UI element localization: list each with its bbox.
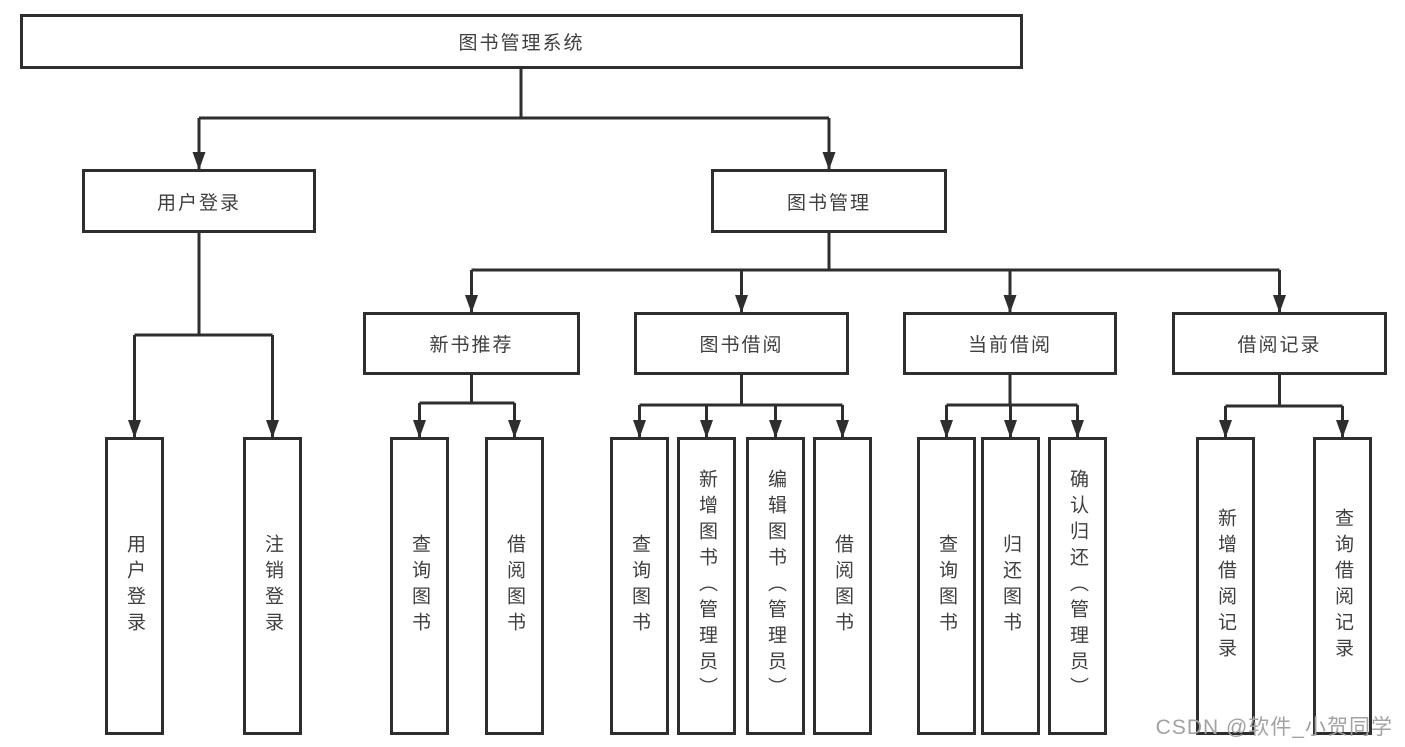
leaf-borrow-books-newbook: 借阅图书	[485, 437, 544, 735]
leaf-query-books-borrow: 查询图书	[610, 437, 669, 735]
leaf-label: 查询图书	[629, 534, 650, 638]
node-book-borrow: 图书借阅	[634, 312, 849, 375]
leaf-query-books-newbook: 查询图书	[390, 437, 449, 735]
node-borrow-record: 借阅记录	[1172, 312, 1387, 375]
leaf-label: 新增图书（管理员）	[696, 469, 717, 703]
leaf-label: 新增借阅记录	[1215, 508, 1236, 664]
leaf-label: 用户登录	[124, 534, 145, 638]
node-book-management: 图书管理	[711, 169, 947, 233]
node-user-login: 用户登录	[82, 169, 316, 233]
leaf-label: 归还图书	[1000, 534, 1021, 638]
leaf-confirm-return-admin: 确认归还（管理员）	[1048, 437, 1107, 735]
leaf-borrow-books: 借阅图书	[813, 437, 872, 735]
connector-book-borrow-group	[633, 375, 849, 438]
leaf-add-borrow-record: 新增借阅记录	[1196, 437, 1255, 735]
leaf-add-book-admin: 新增图书（管理员）	[677, 437, 736, 735]
leaf-label: 借阅图书	[504, 534, 525, 638]
leaf-label: 编辑图书（管理员）	[765, 469, 786, 703]
connector-book-management-group	[465, 233, 1286, 313]
leaf-logout: 注销登录	[243, 437, 302, 735]
node-library-management-system: 图书管理系统	[20, 14, 1023, 69]
leaf-return-book: 归还图书	[981, 437, 1040, 735]
node-new-book-recommend: 新书推荐	[363, 312, 580, 375]
connector-new-book-group	[413, 375, 521, 438]
connector-current-borrow-group	[940, 375, 1084, 438]
connector-borrow-record-group	[1219, 375, 1349, 438]
leaf-label: 确认归还（管理员）	[1067, 469, 1088, 703]
watermark: CSDN @软件_小贺同学	[1155, 716, 1393, 739]
leaf-label: 借阅图书	[832, 534, 853, 638]
connector-user-login-group	[128, 233, 279, 438]
leaf-label: 查询图书	[936, 534, 957, 638]
leaf-user-login: 用户登录	[105, 437, 164, 735]
leaf-edit-book-admin: 编辑图书（管理员）	[746, 437, 805, 735]
leaf-label: 查询借阅记录	[1332, 508, 1353, 664]
connector-root-to-level2	[192, 69, 836, 170]
leaf-query-borrow-record: 查询借阅记录	[1313, 437, 1372, 735]
leaf-label: 注销登录	[262, 534, 283, 638]
leaf-query-books-current: 查询图书	[917, 437, 976, 735]
leaf-label: 查询图书	[409, 534, 430, 638]
node-current-borrow: 当前借阅	[903, 312, 1117, 375]
